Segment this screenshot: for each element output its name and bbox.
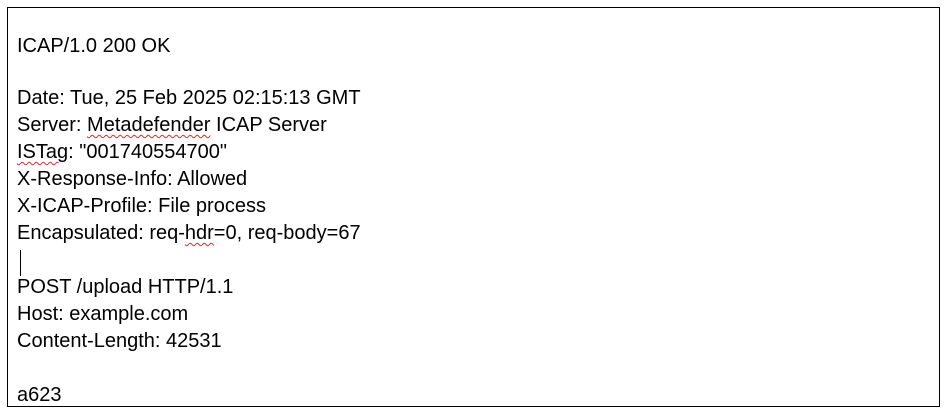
content-length-header: Content-Length: 42531: [17, 330, 222, 352]
encapsulated-header-suffix: =0, req-body=67: [213, 222, 361, 244]
host-header: Host: example.com: [17, 303, 189, 325]
istag-header: ISTag: "001740554700": [17, 139, 227, 166]
text-cursor: [20, 250, 21, 276]
spellcheck-flagged-word: ISTag: [17, 141, 69, 163]
icap-status-line: ICAP/1.0 200 OK: [17, 35, 171, 57]
icap-profile-header: X-ICAP-Profile: File process: [17, 195, 266, 217]
spellcheck-flagged-word: hdr: [184, 222, 214, 244]
document-frame: ICAP/1.0 200 OK Date: Tue, 25 Feb 2025 0…: [7, 7, 940, 407]
http-request-line: POST /upload HTTP/1.1: [17, 276, 234, 298]
server-header-prefix: Server:: [17, 114, 88, 136]
server-header: Server: Metadefender ICAP Server: [17, 112, 327, 139]
encapsulated-header-prefix: Encapsulated: req-: [17, 222, 185, 244]
spellcheck-flagged-word: Metadefender: [87, 114, 211, 136]
istag-header-suffix: : "001740554700": [68, 141, 227, 163]
response-info-header: X-Response-Info: Allowed: [17, 168, 248, 190]
body-chunk-size: a623: [17, 384, 62, 406]
server-header-suffix: ICAP Server: [210, 114, 327, 136]
date-header: Date: Tue, 25 Feb 2025 02:15:13 GMT: [17, 87, 361, 109]
encapsulated-header: Encapsulated: req-hdr=0, req-body=67: [17, 220, 361, 247]
